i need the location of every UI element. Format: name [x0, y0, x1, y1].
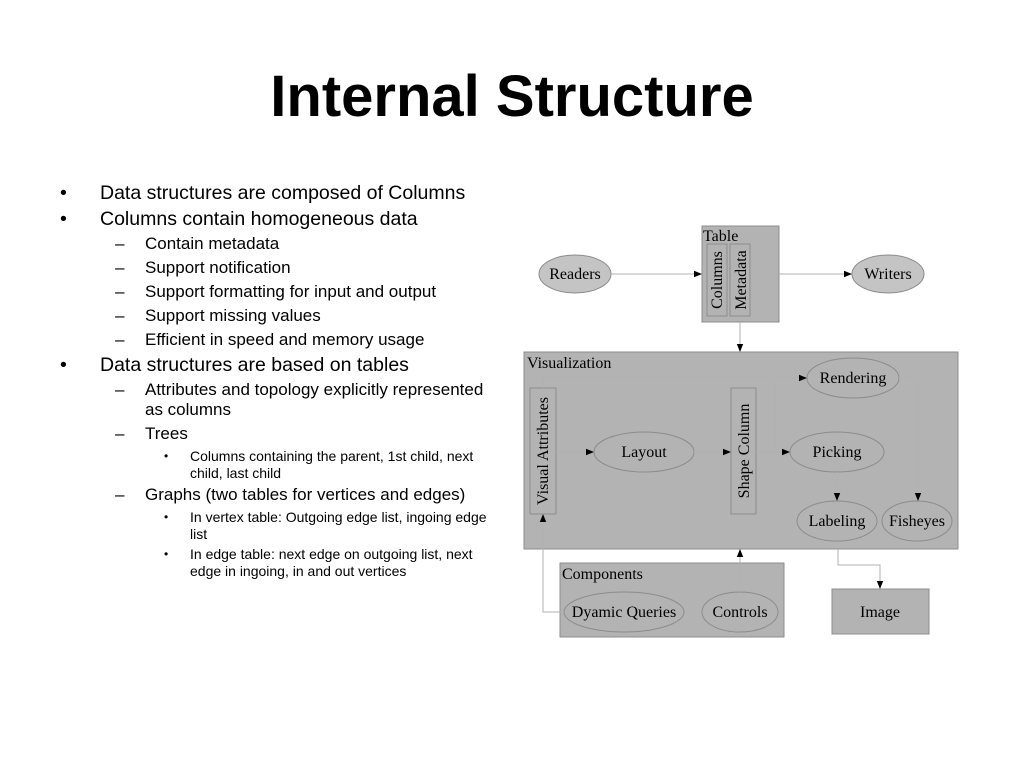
- dash-marker: –: [115, 330, 125, 349]
- bullet-marker: •: [60, 208, 67, 230]
- sub-bullet-item: – Support missing values: [60, 306, 500, 326]
- bullet-text: Columns contain homogeneous data: [100, 208, 418, 230]
- readers-label: Readers: [549, 266, 601, 283]
- bullet-text: Data structures are based on tables: [100, 354, 409, 376]
- bullet-marker: •: [60, 182, 67, 204]
- bullet-text: Columns containing the parent, 1st child…: [190, 448, 474, 481]
- bullet-text: Graphs (two tables for vertices and edge…: [145, 485, 466, 504]
- visualization-label: Visualization: [527, 355, 611, 372]
- writers-label: Writers: [864, 266, 911, 283]
- queries-to-attributes-arrow: [539, 514, 564, 613]
- fisheyes-label: Fisheyes: [889, 513, 945, 530]
- sub-sub-bullet-item: • In edge table: next edge on outgoing l…: [60, 546, 500, 579]
- bullet-item: • Columns contain homogeneous data: [60, 208, 500, 230]
- shape-column-box: [730, 387, 757, 515]
- metadata-cell: [729, 243, 751, 317]
- bullet-text: Data structures are composed of Columns: [100, 182, 466, 204]
- dash-marker: –: [115, 424, 125, 443]
- sub-bullet-item: – Graphs (two tables for vertices and ed…: [60, 485, 500, 505]
- visual-attributes-label: Visual Attributes: [535, 397, 552, 505]
- dash-marker: –: [115, 380, 125, 399]
- bullet-item: • Data structures are composed of Column…: [60, 182, 500, 204]
- bullet-list: • Data structures are composed of Column…: [60, 182, 500, 583]
- small-bullet-marker: •: [164, 547, 169, 561]
- visualization-to-image-arrow: [837, 549, 884, 589]
- columns-cell: [706, 243, 728, 317]
- slide-title: Internal Structure: [270, 64, 754, 129]
- table-label: Table: [703, 228, 738, 245]
- small-bullet-marker: •: [164, 449, 169, 463]
- columns-label: Columns: [709, 251, 726, 309]
- shape-column-label: Shape Column: [736, 404, 753, 499]
- sub-bullet-item: – Support formatting for input and outpu…: [60, 282, 500, 302]
- layout-label: Layout: [621, 444, 667, 461]
- dash-marker: –: [115, 485, 125, 504]
- sub-bullet-item: – Trees: [60, 424, 500, 444]
- bullet-text: Contain metadata: [145, 234, 280, 253]
- bullet-item: • Data structures are based on tables: [60, 354, 500, 376]
- bullet-text: Trees: [145, 424, 188, 443]
- rendering-label: Rendering: [820, 370, 887, 387]
- dash-marker: –: [115, 282, 125, 301]
- attributes-to-rendering-line: [542, 377, 775, 388]
- bullet-text: Support missing values: [145, 306, 321, 325]
- metadata-label: Metadata: [733, 250, 750, 310]
- small-bullet-marker: •: [164, 510, 169, 524]
- bullet-marker: •: [60, 354, 67, 376]
- sub-bullet-item: – Attributes and topology explicitly rep…: [60, 380, 500, 420]
- bullet-text: Attributes and topology explicitly repre…: [145, 380, 484, 419]
- bullet-text: In vertex table: Outgoing edge list, ing…: [190, 509, 487, 542]
- image-label: Image: [860, 604, 900, 621]
- bullet-text: Efficient in speed and memory usage: [145, 330, 425, 349]
- dash-marker: –: [115, 306, 125, 325]
- dash-marker: –: [115, 234, 125, 253]
- image-box: [831, 588, 930, 635]
- sub-bullet-item: – Efficient in speed and memory usage: [60, 330, 500, 350]
- sub-bullet-item: – Support notification: [60, 258, 500, 278]
- bullet-text: Support formatting for input and output: [145, 282, 437, 301]
- dash-marker: –: [115, 258, 125, 277]
- fisheyes-node: [881, 500, 953, 542]
- picking-label: Picking: [813, 444, 862, 461]
- bullet-text: Support notification: [145, 258, 291, 277]
- bullet-text: In edge table: next edge on outgoing lis…: [190, 546, 473, 579]
- components-label: Components: [562, 566, 643, 583]
- sub-bullet-item: – Contain metadata: [60, 234, 500, 254]
- sub-sub-bullet-item: • Columns containing the parent, 1st chi…: [60, 448, 500, 481]
- rendering-to-fisheyes-arrow: [899, 377, 922, 501]
- labeling-label: Labeling: [809, 513, 866, 530]
- sub-sub-bullet-item: • In vertex table: Outgoing edge list, i…: [60, 509, 500, 542]
- dynamic-queries-label: Dyamic Queries: [572, 604, 676, 621]
- controls-label: Controls: [712, 604, 767, 621]
